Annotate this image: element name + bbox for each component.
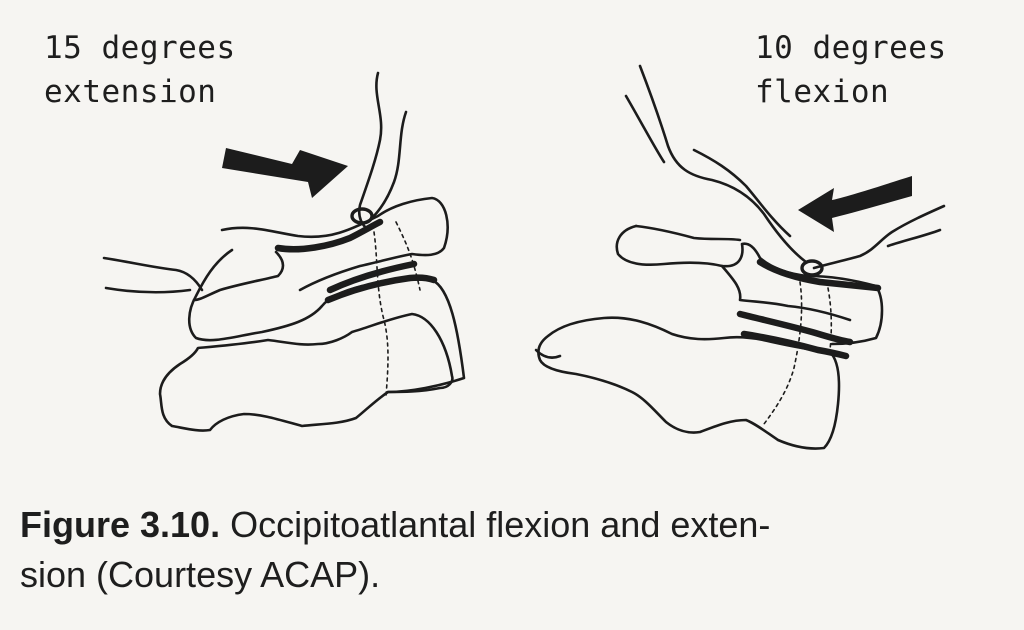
extension-skull-base	[102, 256, 204, 294]
flexion-label-line1: 10 degrees	[755, 30, 947, 66]
extension-illustration	[102, 71, 466, 432]
flexion-occiput-outline	[638, 64, 808, 264]
extension-dens-projection	[373, 231, 389, 397]
extension-label: 15 degrees extension	[44, 26, 236, 114]
flexion-occipitoatlantal-joint	[756, 258, 882, 292]
extension-occiput-inner	[370, 110, 408, 220]
flexion-label: 10 degrees flexion	[755, 26, 947, 114]
extension-label-line2: extension	[44, 74, 217, 110]
caption-figure-number: Figure 3.10.	[20, 504, 221, 545]
flexion-axis-spine	[534, 348, 562, 359]
flexion-dens-projection	[763, 281, 803, 425]
caption-line1-text: Occipitoatlantal flexion and exten-	[230, 504, 771, 545]
extension-label-line1: 15 degrees	[44, 30, 236, 66]
flexion-atlas-projection	[827, 287, 833, 351]
flexion-atlas-arch	[720, 264, 852, 322]
extension-atlas-outline	[220, 196, 449, 292]
extension-atlas-projection	[395, 221, 421, 291]
flexion-arrow-icon	[798, 176, 912, 232]
extension-occipitoatlantal-joint	[274, 218, 384, 253]
extension-atlas-arch	[192, 250, 285, 302]
flexion-label-line2: flexion	[755, 74, 890, 110]
extension-atlantoaxial-joint	[324, 274, 438, 304]
extension-atlas-body	[187, 248, 466, 394]
flexion-axis-body	[537, 316, 841, 450]
caption-line2-text: sion (Courtesy ACAP).	[20, 554, 381, 595]
extension-axis-body	[158, 312, 454, 432]
flexion-atlas-body	[634, 224, 742, 242]
figure-caption: Figure 3.10. Occipitoatlantal flexion an…	[20, 500, 1005, 600]
extension-dens	[350, 207, 374, 225]
flexion-dens	[800, 259, 824, 277]
extension-occiput-outline	[357, 71, 383, 230]
extension-arrow-icon	[222, 148, 348, 198]
flexion-atlantoaxial-joint	[736, 310, 854, 346]
flexion-skull-base	[812, 204, 946, 270]
extension-c1-c2-line	[326, 260, 418, 294]
flexion-occiput-inner	[624, 94, 792, 238]
flexion-atlas-outline	[615, 224, 884, 346]
flexion-illustration	[534, 64, 946, 450]
